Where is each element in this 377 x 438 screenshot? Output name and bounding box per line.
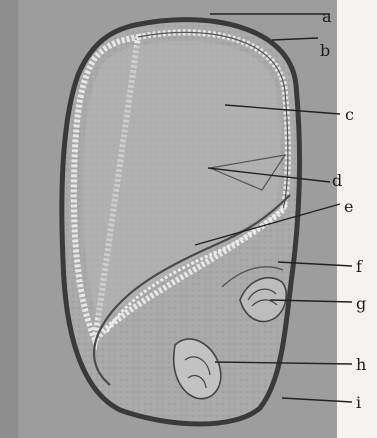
- label-h: h: [356, 355, 366, 374]
- background-left-shade: [0, 0, 18, 438]
- label-e: e: [344, 197, 353, 216]
- label-f: f: [356, 257, 363, 276]
- label-i: i: [356, 393, 361, 412]
- label-b: b: [320, 41, 330, 60]
- label-a: a: [322, 7, 332, 26]
- label-d: d: [332, 171, 342, 190]
- label-g: g: [356, 294, 366, 313]
- label-c: c: [345, 105, 354, 124]
